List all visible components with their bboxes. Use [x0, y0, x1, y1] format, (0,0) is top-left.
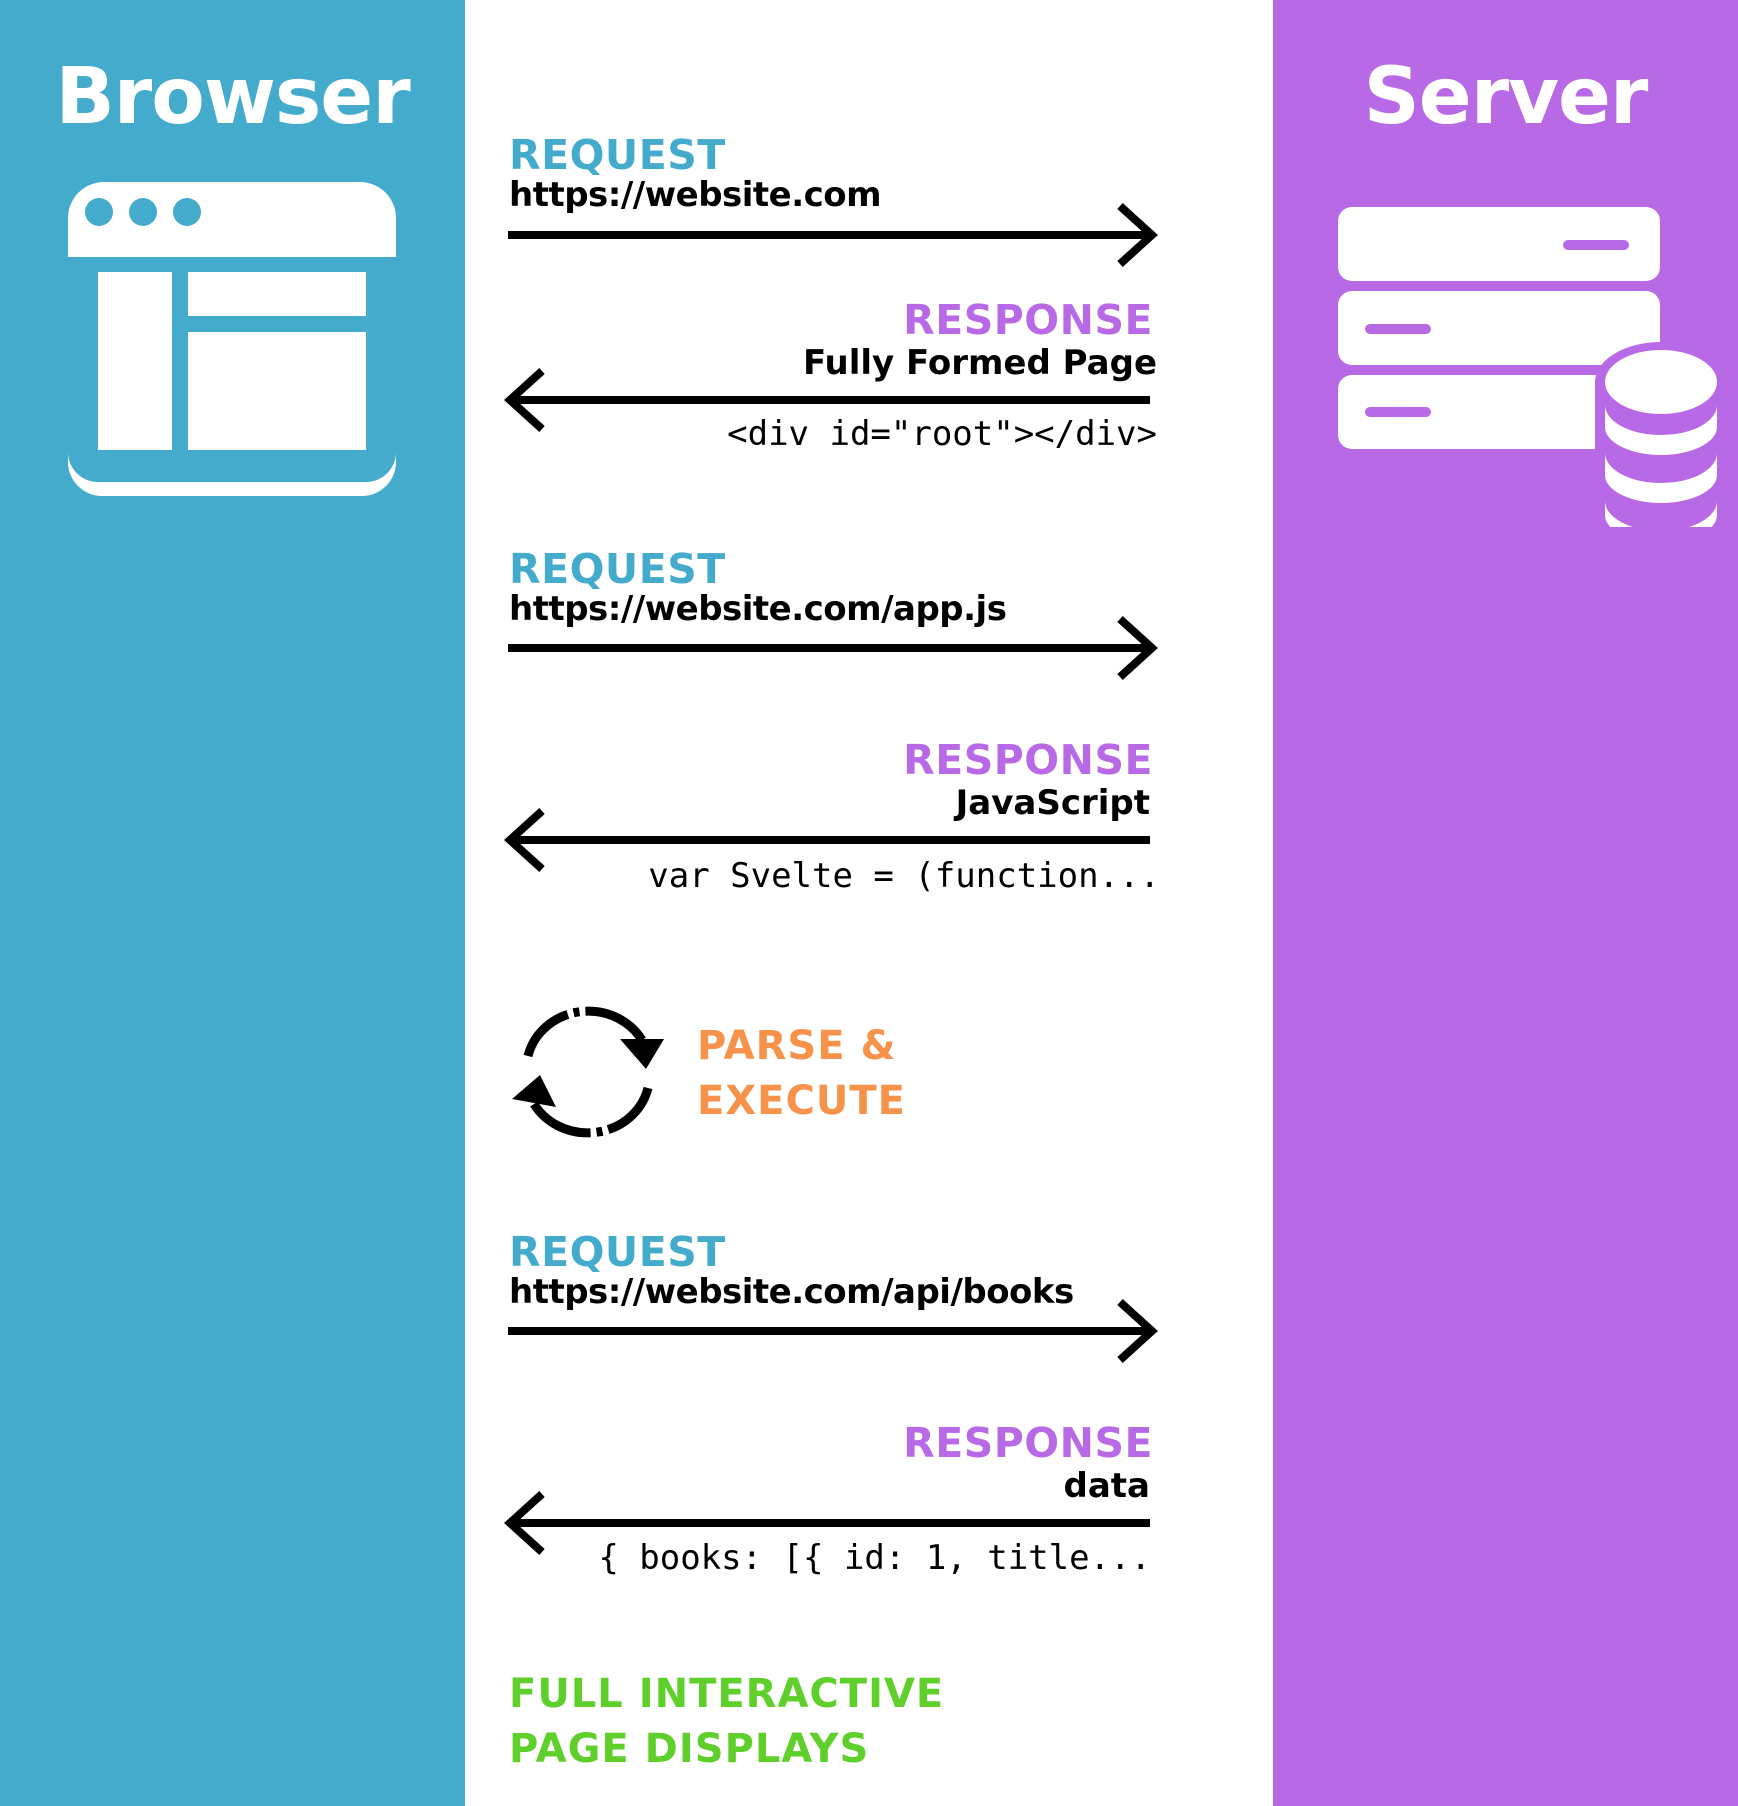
flow-column — [465, 0, 1273, 1806]
response-2-label: RESPONSE — [903, 736, 1153, 784]
request-3-label: REQUEST — [509, 1228, 726, 1276]
response-1-label: RESPONSE — [903, 296, 1153, 344]
request-1-arrow — [508, 203, 1158, 267]
refresh-cycle-icon — [512, 1003, 664, 1145]
final-line-1: FULL INTERACTIVE — [509, 1671, 945, 1717]
request-1-label: REQUEST — [509, 131, 726, 179]
server-title: Server — [1363, 52, 1649, 142]
browser-title: Browser — [55, 52, 410, 142]
response-1-arrow — [504, 368, 1150, 432]
request-1-url: https://website.com — [509, 175, 882, 215]
parse-line-2: EXECUTE — [697, 1078, 906, 1124]
response-2-desc: JavaScript — [955, 783, 1150, 823]
response-3-arrow — [504, 1491, 1150, 1555]
browser-column: Browser — [0, 0, 465, 1806]
response-1-desc: Fully Formed Page — [802, 343, 1157, 383]
response-3-label: RESPONSE — [903, 1419, 1153, 1467]
parse-line-1: PARSE & — [697, 1023, 897, 1069]
request-2-url: https://website.com/app.js — [509, 589, 1007, 629]
response-2-arrow — [504, 808, 1150, 872]
server-database-icon — [1338, 207, 1727, 562]
response-3-desc: data — [1063, 1466, 1150, 1506]
request-2-arrow — [508, 616, 1158, 680]
request-3-url: https://website.com/api/books — [509, 1272, 1074, 1312]
response-1-code: <div id="root"></div> — [727, 414, 1157, 454]
request-3-arrow — [508, 1299, 1158, 1363]
browser-window-icon — [68, 182, 396, 500]
final-line-2: PAGE DISPLAYS — [509, 1726, 870, 1772]
request-2-label: REQUEST — [509, 545, 726, 593]
server-column: Server — [1273, 0, 1738, 1806]
response-2-code: var Svelte = (function... — [648, 856, 1160, 896]
response-3-code: { books: [{ id: 1, title... — [598, 1538, 1151, 1578]
